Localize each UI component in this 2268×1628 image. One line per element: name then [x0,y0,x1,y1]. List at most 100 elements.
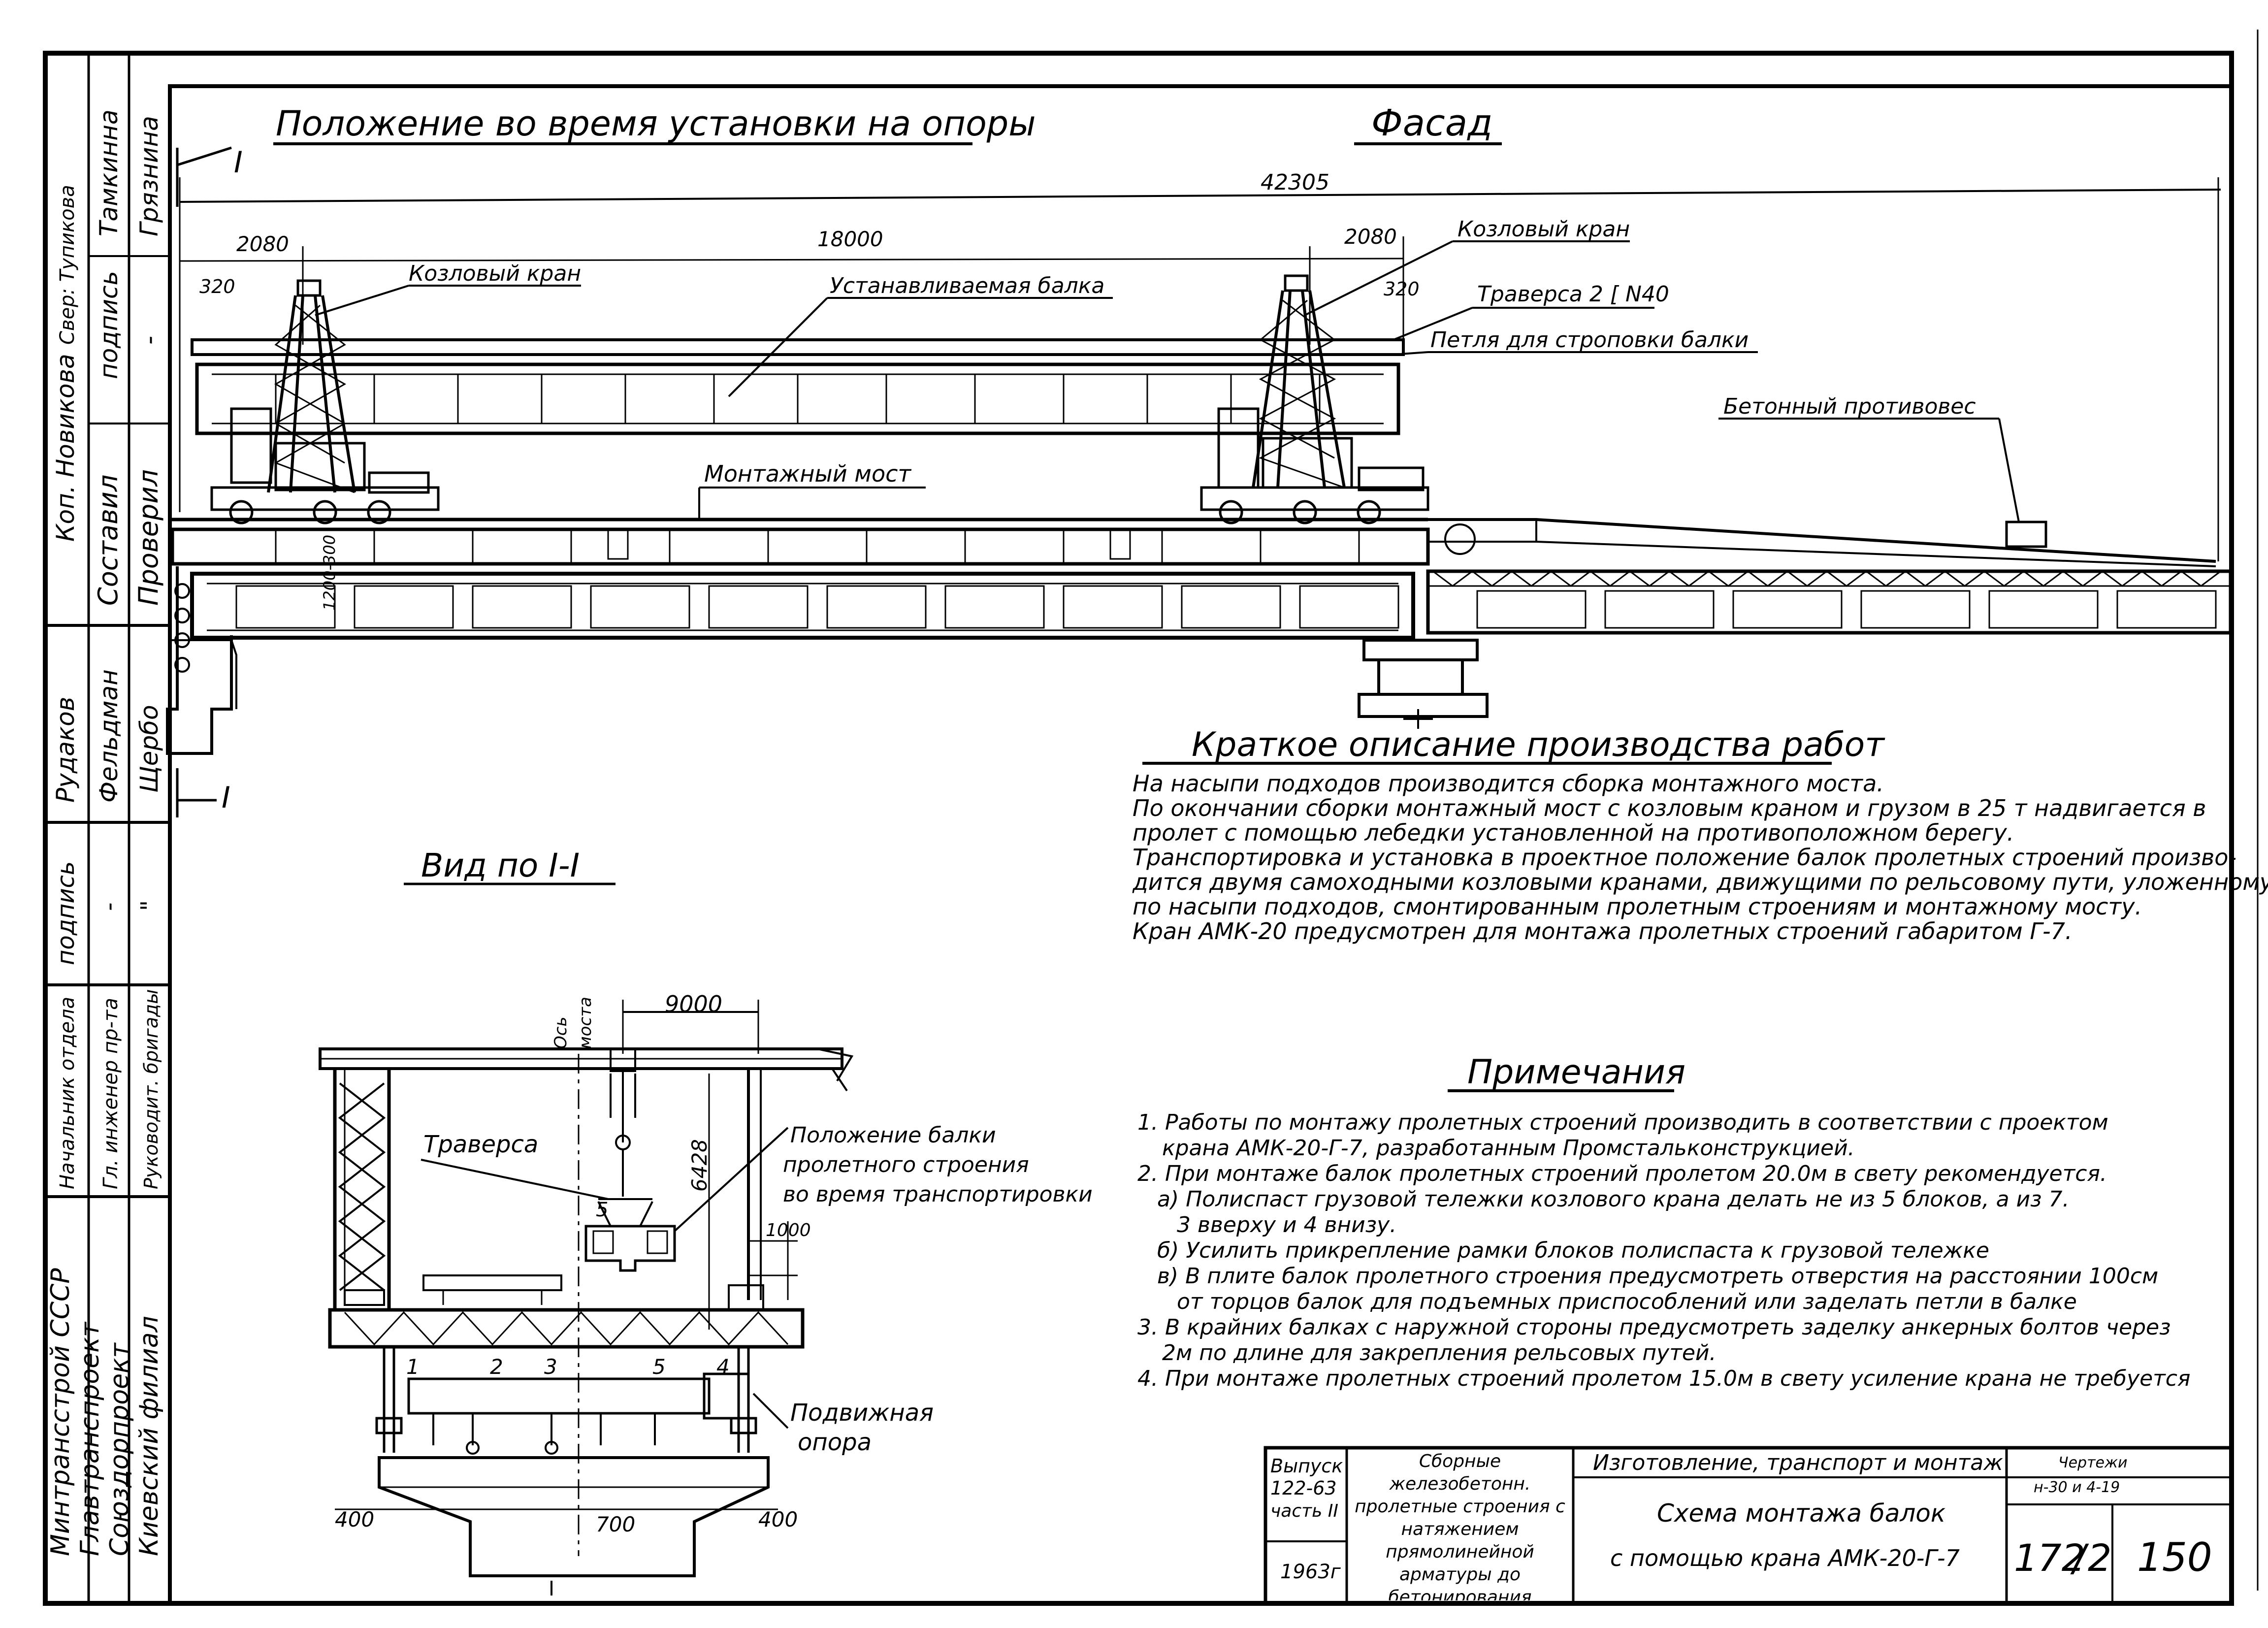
section-mark-top: I [234,145,243,180]
description-line: По окончании сборки монтажный мост с коз… [1133,795,2206,821]
stamp-gl-inzh: Гл. инженер пр-та [99,998,122,1189]
heading-position: Положение во время установки на опоры [276,103,1036,144]
stamp-scherbo: Щербо [135,705,163,793]
axis-label-1: Ось [551,1017,571,1049]
description-line: пролет с помощью лебедки установленной н… [1133,819,2014,846]
sv-n1: 1 [406,1355,420,1379]
note-line: 3 вверху и 4 внизу. [1177,1212,1397,1237]
dim-1000: 1000 [766,1220,811,1240]
tb-sheet-title-1: Схема монтажа балок [1657,1499,1945,1528]
label-beam: Устанавливаемая балка [830,273,1104,298]
sv-label-position-1: Положение балки [790,1123,996,1148]
tb-vypusk: Выпуск [1270,1455,1343,1477]
stamp-gryznina: Грязнина [135,116,163,236]
note-line: от торцов балок для подъемных приспособл… [1177,1289,2077,1314]
sv-n4: 4 [716,1355,730,1379]
sv-label-position-2: пролетного строения [783,1152,1029,1177]
description-heading: Краткое описание производства работ [1192,725,1885,764]
dim-320-left: 320 [199,276,235,297]
label-crane-right: Козловый кран [1458,217,1630,242]
label-counterweight: Бетонный противовес [1723,394,1976,419]
tb-sheet-title-2: с помощью крана АМК-20-Г-7 [1610,1545,1960,1571]
tb-header-right: Изготовление, транспорт и монтаж [1593,1450,2003,1475]
dim-9000: 9000 [665,991,722,1017]
stamp-dash-2: - [96,903,123,911]
stamp-podpis-1: подпись [95,271,123,379]
facade-leaders [315,240,2020,522]
dim-18000: 18000 [817,227,883,251]
sv-n5-top: 5 [596,1199,608,1221]
tb-doc-num-2: 2 [2088,1536,2111,1580]
tb-series-title: Сборные железобетонн. пролетные строения… [1355,1451,1565,1600]
stamp-dash-1: - [135,336,163,345]
sv-n2: 2 [490,1355,503,1379]
sv-n3: 3 [544,1355,557,1379]
stamp-soyuzdor: Союздорпроект [105,1342,134,1556]
dim-320-right: 320 [1384,278,1420,300]
dim-400-right: 400 [758,1507,798,1531]
frame [43,30,2259,1606]
stamp-kiev: Киевский филиал [134,1316,164,1556]
section-mark-bottom: I [222,781,230,815]
note-line: 2. При монтаже балок пролетных строений … [1137,1161,2107,1186]
dim-6428: 6428 [687,1139,712,1192]
tb-chast: часть II [1270,1501,1338,1521]
title-block: Выпуск 122-63 часть II 1963г Сборные жел… [1264,1446,2234,1605]
stamp-glavtrans: Главтранспроект [75,1321,105,1556]
dim-400-left: 400 [335,1507,374,1531]
stamp-proveril: Проверил [133,469,164,606]
sv-n5: 5 [652,1355,666,1379]
facade-dimensions: 42305 2080 18000 2080 320 320 1200-300 [179,170,2221,611]
description-line: Транспортировка и установка в проектное … [1133,844,2237,871]
section-view: Вид по I-I Ось моста 9000 [319,847,1093,1595]
notes-block: 1. Работы по монтажу пролетных строений … [1137,1110,2226,1421]
label-crane-left: Козловый кран [409,261,581,286]
tb-doc-num-1: 172 [2014,1536,2085,1580]
description-line: Кран АМК-20 предусмотрен для монтажа про… [1133,918,2073,944]
note-line: а) Полиспаст грузовой тележки козлового … [1157,1187,2070,1212]
notes-heading: Примечания [1467,1053,1685,1092]
axis-label-2: моста [576,997,595,1049]
facade-labels: Козловый кран Козловый кран Устанавливае… [409,217,1976,487]
note-line: 3. В крайних балках с наружной стороны п… [1137,1315,2171,1340]
label-traverse: Траверса 2 [ N40 [1477,282,1669,307]
stamp-kop: Коп. Новикова [51,354,80,542]
left-stamp: Коп. Новикова Свер: Тупикова Тамкинна Гр… [45,52,170,1603]
facade-drawing [166,274,2233,755]
description-line: по насыпи подходов, смонтированным проле… [1133,893,2142,920]
dim-2080-right: 2080 [1344,225,1397,249]
stamp-podpis-2: подпись [52,861,80,965]
note-line: 1. Работы по монтажу пролетных строений … [1137,1110,2108,1135]
stamp-sver: Свер: Тупикова [56,185,79,345]
stamp-dash-3: " [136,900,163,911]
stamp-ruk-brig: Руководит. бригады [140,989,162,1189]
stamp-ministry: Минтрансстрой СССР [46,1268,75,1556]
tb-drawing-ref-1: Чертежи [2058,1454,2128,1471]
stamp-sostavil: Составил [93,475,124,606]
sv-label-position-3: во время транспортировки [783,1182,1093,1207]
tb-doc-sep: / [2070,1536,2089,1580]
text-headings: Краткое описание производства работ Прим… [1142,725,1885,1092]
section-heading: Вид по I-I [421,847,580,884]
note-line: 2м по длине для закрепления рельсовых пу… [1162,1340,1717,1366]
dim-2080-left: 2080 [236,232,289,256]
sv-label-support-1: Подвижная [790,1399,934,1427]
heading-facade: Фасад [1371,102,1492,144]
tb-vypusk-num: 122-63 [1270,1477,1337,1499]
dim-total: 42305 [1261,170,1329,195]
stamp-tamkanna: Тамкинна [95,109,123,236]
note-line: б) Усилить прикрепление рамки блоков пол… [1157,1238,1989,1263]
description-line: дится двумя самоходными козловыми кранам… [1133,869,2268,895]
stamp-nach-otdela: Начальник отдела [56,997,79,1189]
label-loop: Петля для строповки балки [1430,327,1749,353]
stamp-feldman: Фельдман [95,669,123,803]
note-line: крана АМК-20-Г-7, разработанным Промстал… [1162,1136,1855,1161]
dim-700: 700 [596,1512,635,1536]
note-line: в) В плите балок пролетного строения пре… [1157,1264,2159,1289]
tb-sheet-num: 150 [2137,1534,2212,1580]
tb-drawing-ref-2: н-30 и 4-19 [2034,1479,2120,1496]
facade-headings: Положение во время установки на опоры Фа… [176,102,1502,817]
description-line: На насыпи подходов производится сборка м… [1133,770,1884,797]
description-block: На насыпи подходов производится сборка м… [1133,770,2268,953]
